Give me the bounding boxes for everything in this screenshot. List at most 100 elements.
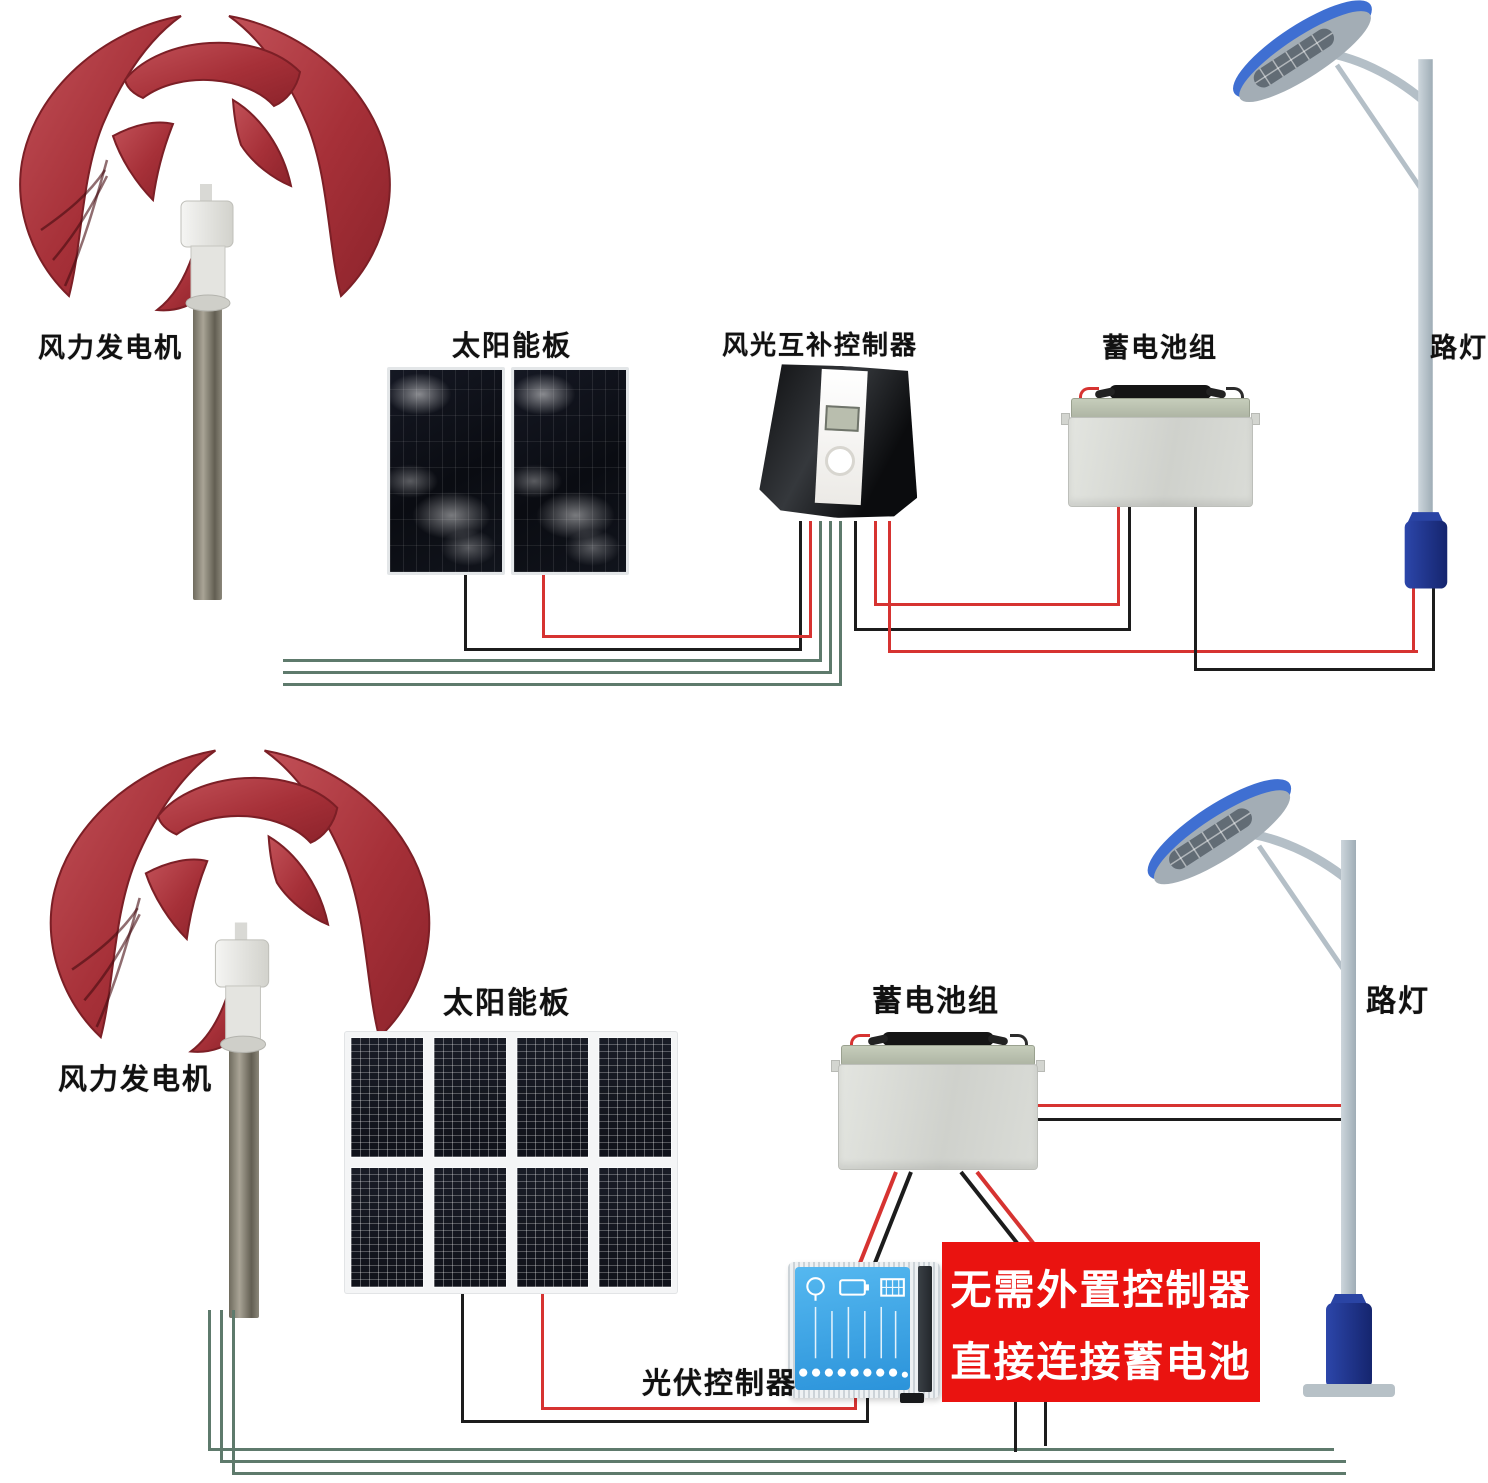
wire-green-2-vertical bbox=[829, 521, 832, 674]
wire-battery-light-black-drop bbox=[1194, 505, 1197, 671]
wire-light-red-run bbox=[888, 650, 1418, 653]
solar-panel-cell bbox=[598, 1037, 672, 1158]
battery-pack-top-image bbox=[1061, 385, 1260, 507]
solar-panel-cell bbox=[350, 1167, 424, 1288]
label-hybrid-controller: 风光互补控制器 bbox=[722, 330, 919, 360]
controller-heatsink-edge bbox=[918, 1266, 932, 1392]
street-light-lamp-head bbox=[1233, 0, 1372, 103]
wire-solar-red-run bbox=[542, 635, 812, 638]
turbine-hub bbox=[214, 922, 270, 1054]
pv-controller-image bbox=[788, 1262, 940, 1403]
label-solar-panel-bottom: 太阳能板 bbox=[443, 987, 571, 1020]
wire-light-red-rise bbox=[1412, 586, 1415, 653]
turbine-ribs bbox=[40, 159, 109, 287]
label-street-light-bottom: 路灯 bbox=[1366, 985, 1430, 1018]
controller-foot bbox=[900, 1393, 924, 1403]
wire-diag-red-right bbox=[975, 1170, 1039, 1250]
wire-callout-stub-1 bbox=[1014, 1402, 1017, 1452]
callout-line-2: 直接连接蓄电池 bbox=[950, 1339, 1252, 1385]
wire-solar-red-rise bbox=[809, 521, 812, 638]
wire-solar-red-drop bbox=[542, 575, 545, 638]
battery-terminal-wire-black bbox=[1225, 387, 1244, 405]
solar-panel-cell bbox=[432, 1167, 507, 1288]
wire-light-red-drop bbox=[888, 521, 891, 653]
label-solar-panel-top: 太阳能板 bbox=[452, 330, 573, 361]
turbine-ribs bbox=[71, 897, 141, 1028]
street-light-pole bbox=[1418, 59, 1433, 515]
wire-diag-black-left bbox=[871, 1171, 913, 1269]
battery-handle bbox=[1108, 385, 1213, 399]
wire-ctrl-battery-red-drop bbox=[874, 521, 877, 606]
battery-icon bbox=[839, 1279, 866, 1296]
wire-green-1-vertical bbox=[819, 521, 822, 662]
label-battery-bottom: 蓄电池组 bbox=[872, 985, 1000, 1018]
solar-panel-top-2 bbox=[511, 367, 629, 575]
wire-solar-black-run bbox=[464, 648, 802, 651]
wire-ctrl-black-drop bbox=[854, 521, 857, 631]
solar-panel-cell bbox=[598, 1167, 672, 1288]
street-light-pole bbox=[1341, 840, 1356, 1304]
controller-face bbox=[795, 1267, 910, 1390]
wire-green-b2-horizontal bbox=[220, 1460, 1346, 1463]
wind-turbine-bottom-pole bbox=[229, 1036, 259, 1318]
controller-icons bbox=[799, 1277, 908, 1378]
wind-turbine-top-image bbox=[19, 15, 391, 312]
battery-terminal-wire-red bbox=[1079, 387, 1100, 405]
label-battery-top: 蓄电池组 bbox=[1102, 333, 1218, 363]
wire-green-b2-vertical bbox=[220, 1310, 223, 1463]
hybrid-controller-panel bbox=[814, 368, 868, 506]
hybrid-controller-image bbox=[758, 362, 924, 522]
turbine-blades bbox=[49, 749, 431, 1053]
wire-battery-light-black-rise bbox=[1432, 586, 1435, 671]
wire-green-3-horizontal bbox=[283, 683, 842, 686]
wire-green-1-horizontal bbox=[283, 659, 822, 662]
label-wind-turbine-top: 风力发电机 bbox=[38, 333, 183, 363]
wire-callout-stub-2 bbox=[1044, 1402, 1047, 1446]
wire-solar-b-black-drop bbox=[461, 1292, 464, 1423]
street-light-arm bbox=[1315, 47, 1428, 197]
wire-green-b1-horizontal bbox=[208, 1448, 1334, 1451]
callout-box: 无需外置控制器 直接连接蓄电池 bbox=[942, 1242, 1260, 1402]
street-light-base bbox=[1404, 512, 1448, 589]
battery-lid bbox=[841, 1045, 1035, 1066]
label-street-light-top: 路灯 bbox=[1430, 333, 1488, 363]
battery-handle bbox=[882, 1032, 994, 1046]
wire-green-b1-vertical bbox=[208, 1310, 211, 1451]
battery-body bbox=[1068, 417, 1253, 507]
solar-panel-cell bbox=[350, 1037, 424, 1158]
wind-turbine-bottom-image bbox=[49, 749, 431, 1054]
wire-ctrl-black-rise bbox=[1128, 505, 1131, 631]
wire-ctrl-battery-red-run bbox=[874, 603, 1120, 606]
hybrid-controller-dial bbox=[824, 445, 856, 477]
wire-diag-red-left bbox=[856, 1171, 898, 1269]
wire-green-b3-vertical bbox=[232, 1310, 235, 1475]
solar-panel-cell bbox=[515, 1037, 590, 1158]
wire-battery-light-red bbox=[1038, 1104, 1348, 1107]
street-light-base bbox=[1303, 1294, 1395, 1397]
battery-pack-bottom-image bbox=[831, 1032, 1045, 1170]
callout-line-1: 无需外置控制器 bbox=[950, 1267, 1252, 1313]
wire-solar-b-red-rise bbox=[854, 1394, 857, 1410]
wire-solar-b-black-rise bbox=[866, 1396, 869, 1423]
battery-terminal-wire-red bbox=[850, 1034, 870, 1052]
street-light-lamp-head bbox=[1147, 779, 1292, 885]
wire-green-b3-horizontal bbox=[232, 1472, 1346, 1475]
turbine-hub bbox=[180, 184, 234, 312]
wire-ctrl-black-run bbox=[854, 628, 1131, 631]
terminal-dots bbox=[799, 1368, 908, 1378]
wire-green-2-horizontal bbox=[283, 671, 832, 674]
wire-solar-black-drop bbox=[464, 575, 467, 651]
solar-panel-cell bbox=[515, 1167, 590, 1288]
solar-panel-array bbox=[345, 1032, 677, 1293]
battery-body bbox=[838, 1064, 1038, 1170]
solar-panel-top-1 bbox=[387, 367, 505, 575]
wire-solar-black-rise bbox=[799, 521, 802, 651]
wire-solar-b-red-run bbox=[541, 1407, 857, 1410]
wire-battery-light-black bbox=[1038, 1118, 1348, 1121]
street-light-arm bbox=[1236, 827, 1351, 978]
solar-panel-cell bbox=[432, 1037, 507, 1158]
bulb-icon bbox=[806, 1277, 825, 1296]
wire-battery-light-black-run bbox=[1194, 668, 1435, 671]
battery-terminal-wire-black bbox=[1010, 1034, 1028, 1052]
